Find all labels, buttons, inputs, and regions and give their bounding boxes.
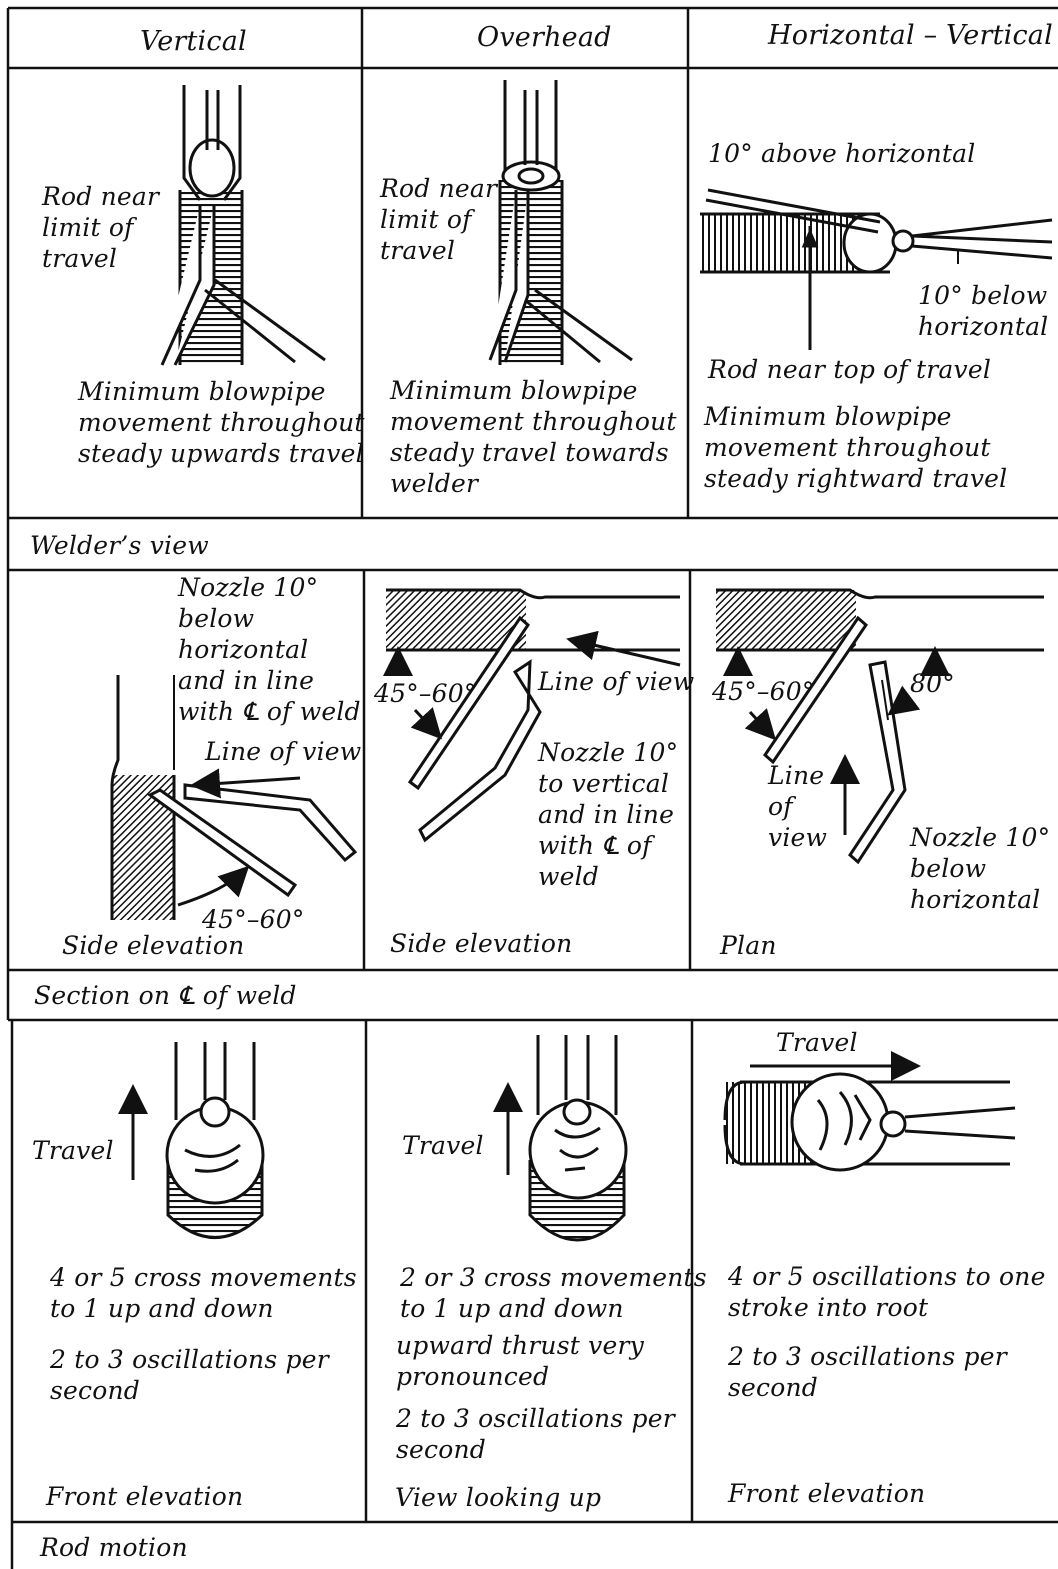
section-weld: Section on ℄ of weld	[34, 980, 297, 1011]
overhead-rod-motion-sketch	[508, 1035, 626, 1240]
overhead-line-of-view: Line of view	[538, 666, 694, 697]
horizontal-motion-note-1: 4 or 5 oscillations to one stroke into r…	[728, 1261, 1046, 1323]
vertical-caption: Side elevation	[62, 930, 244, 961]
plan-nozzle-label: Nozzle 10° below horizontal	[910, 822, 1050, 915]
overhead-motion-note-1: 2 or 3 cross movements to 1 up and down	[400, 1262, 707, 1324]
column-header-overhead: Overhead	[477, 22, 612, 53]
vertical-motion-caption: Front elevation	[46, 1481, 243, 1512]
horizontal-motion-caption: Front elevation	[728, 1478, 925, 1509]
horizontal-above-label: 10° above horizontal	[708, 138, 975, 169]
vertical-motion-note-1: 4 or 5 cross movements to 1 up and down	[50, 1262, 357, 1324]
horizontal-motion-note-2: 2 to 3 oscillations per second	[728, 1341, 1007, 1403]
column-header-vertical: Vertical	[140, 26, 247, 57]
vertical-weld-sketch	[162, 85, 325, 365]
horizontal-below-label: 10° below horizontal	[918, 280, 1048, 342]
overhead-nozzle-label: Nozzle 10° to vertical and in line with …	[538, 737, 678, 892]
vertical-line-of-view: Line of view	[205, 736, 361, 767]
plan-angle-label: 45°–60°	[712, 676, 815, 707]
section-welders-view: Welder’s view	[30, 530, 209, 561]
column-header-horizontal-vertical: Horizontal – Vertical	[768, 20, 1053, 51]
overhead-rod-label: Rod near limit of travel	[380, 173, 497, 266]
plan-caption: Plan	[720, 930, 777, 961]
overhead-travel-label: Travel	[402, 1130, 484, 1161]
vertical-motion-note-2: 2 to 3 oscillations per second	[50, 1344, 329, 1406]
vertical-note: Minimum blowpipe movement throughout ste…	[78, 376, 365, 469]
vertical-travel-label: Travel	[32, 1135, 114, 1166]
overhead-weld-sketch	[490, 80, 632, 365]
horizontal-rod-motion-sketch	[725, 1066, 1015, 1170]
horizontal-travel-label: Travel	[776, 1027, 858, 1058]
plan-line-of-view: Line of view	[768, 760, 827, 853]
overhead-motion-caption: View looking up	[395, 1482, 601, 1513]
horizontal-note: Minimum blowpipe movement throughout ste…	[704, 401, 1007, 494]
vertical-rod-label: Rod near limit of travel	[42, 181, 159, 274]
overhead-caption: Side elevation	[390, 928, 572, 959]
overhead-angle-label: 45°–60°	[374, 678, 477, 709]
vertical-nozzle-label: Nozzle 10° below horizontal and in line …	[178, 572, 361, 727]
overhead-motion-note-2: upward thrust very pronounced	[396, 1330, 644, 1392]
horizontal-rod-label: Rod near top of travel	[708, 354, 991, 385]
overhead-motion-note-3: 2 to 3 oscillations per second	[396, 1403, 675, 1465]
overhead-note: Minimum blowpipe movement throughout ste…	[390, 375, 677, 499]
plan-angle2-label: 80°	[910, 668, 955, 699]
vertical-rod-motion-sketch	[133, 1042, 263, 1238]
section-rod-motion: Rod motion	[40, 1532, 188, 1563]
